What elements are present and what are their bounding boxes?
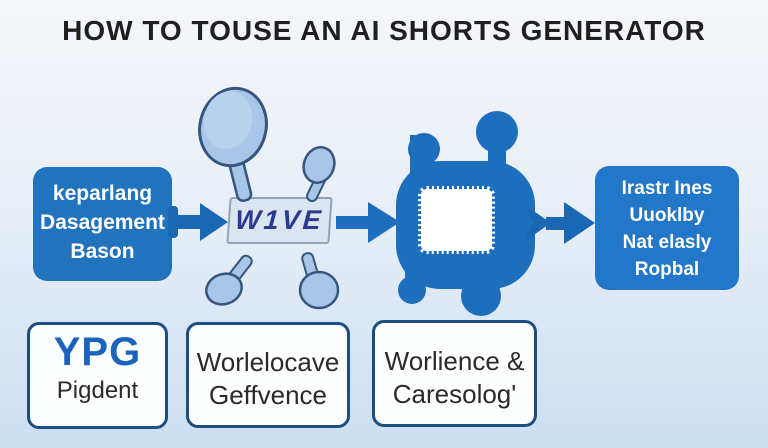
input-step-line: keparlang <box>52 182 153 205</box>
output-step-line: Ropbal <box>634 259 700 280</box>
output-step-box: Irastr Ines Uuoklby Nat elasly Ropbal <box>595 166 739 290</box>
magnifier-icon <box>302 146 336 203</box>
card-line: Caresolog' <box>392 379 517 409</box>
output-step-line: Nat elasly <box>622 232 712 253</box>
gear-icon <box>396 111 535 316</box>
card-ypg: YPG Pigdent <box>27 322 168 429</box>
card-worlelocave: Worlelocave Geffvence <box>186 322 350 428</box>
arrow-right-icon <box>168 203 228 241</box>
input-step-line: Dasagement <box>40 211 165 234</box>
card-line: Worlelocave <box>196 347 340 377</box>
card-heading: YPG <box>53 330 142 374</box>
output-step-line: Irastr Ines <box>621 178 713 199</box>
card-line: Pigdent <box>56 377 139 404</box>
card-line: Geffvence <box>208 380 328 410</box>
card-line: Worlience & <box>384 346 525 376</box>
magnifier-icon <box>205 254 253 306</box>
page-title: HOW TO TOUSE AN AI SHORTS GENERATOR <box>62 15 706 46</box>
input-step-box: keparlang Dasagement Bason <box>33 167 172 281</box>
magnifier-icon <box>198 86 268 202</box>
input-step-line: Bason <box>70 240 135 263</box>
magnifier-icon <box>298 252 340 310</box>
arrow-right-icon <box>525 202 595 244</box>
arrow-right-icon <box>336 202 400 243</box>
output-step-line: Uuoklby <box>629 205 705 226</box>
card-worlience: Worlience & Caresolog' <box>372 320 537 427</box>
